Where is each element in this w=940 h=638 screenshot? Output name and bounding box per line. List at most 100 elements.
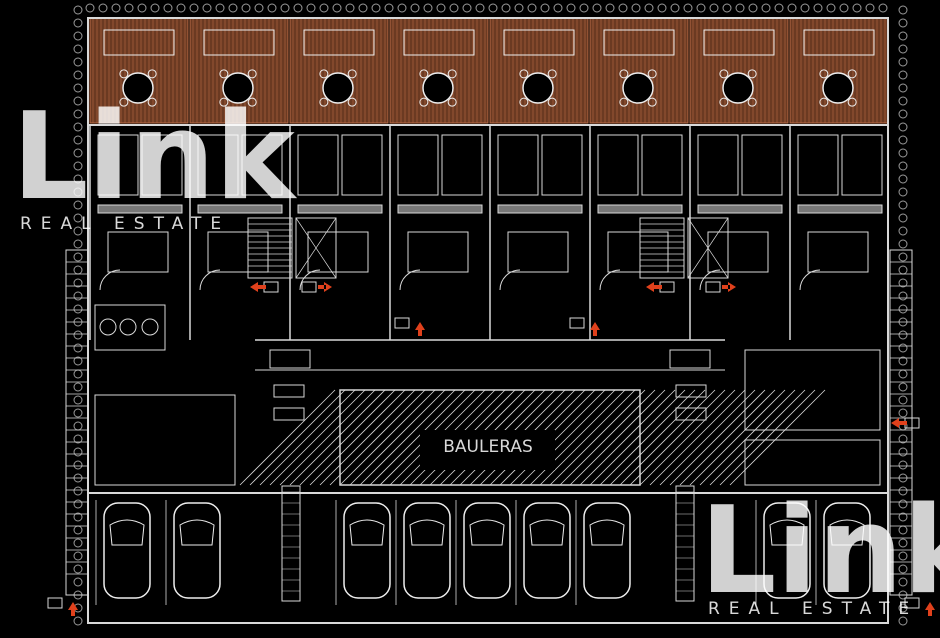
chair [547, 97, 557, 107]
chair [219, 69, 229, 79]
hedge-shrub [898, 291, 908, 301]
chair [347, 97, 357, 107]
hatch-line [609, 389, 706, 486]
terrace-deck [289, 17, 389, 124]
hedge-shrub [410, 3, 420, 13]
kitchen-counter [407, 231, 469, 273]
hatch-line [629, 389, 726, 486]
hedge-shrub [319, 3, 329, 13]
marker-arrow [891, 418, 907, 428]
entry-arrow [301, 281, 332, 293]
marker-box [47, 597, 63, 609]
marker-box [263, 281, 279, 293]
bed [397, 134, 439, 196]
hedge-shrub [345, 3, 355, 13]
hedge-shrub [898, 96, 908, 106]
hedge-shrub [293, 3, 303, 13]
chair [247, 97, 257, 107]
hedge-shrub [267, 3, 277, 13]
hedge-shrub [683, 3, 693, 13]
marker-box [705, 281, 721, 293]
parked-car [103, 502, 151, 599]
parking-cars [95, 485, 871, 605]
parked-car [763, 502, 811, 599]
hedge-shrub [566, 3, 576, 13]
hedge-shrub [73, 252, 83, 262]
hatch-line [709, 389, 806, 486]
hedge-shrub [898, 200, 908, 210]
kitchen-counter [607, 231, 669, 273]
chair [747, 69, 757, 79]
round-table [122, 72, 154, 104]
hatch-line [599, 389, 696, 486]
kitchen-counter [107, 231, 169, 273]
hedge-shrub [73, 564, 83, 574]
hedge-shrub [709, 3, 719, 13]
hedge-shrub [865, 3, 875, 13]
marker-box [569, 317, 585, 329]
chair [847, 97, 857, 107]
hedge-shrub [898, 278, 908, 288]
hedge-shrub [111, 3, 121, 13]
hedge-shrub [163, 3, 173, 13]
entry-arrow [891, 417, 920, 429]
entry-arrow [250, 281, 279, 293]
hedge-shrub [898, 135, 908, 145]
hedge-shrub [73, 447, 83, 457]
hedge-shrub [898, 5, 908, 15]
hedge-shrub [898, 369, 908, 379]
hedge-shrub [787, 3, 797, 13]
round-table [422, 72, 454, 104]
chair [519, 97, 529, 107]
elevator-cross [687, 217, 729, 279]
car-body [823, 502, 871, 599]
hedge-shrub [73, 304, 83, 314]
hedge-shrub [898, 577, 908, 587]
chair [147, 97, 157, 107]
hedge-shrub [73, 395, 83, 405]
hedge-shrub [85, 3, 95, 13]
perimeter-hedge [73, 3, 908, 626]
hatch-line [649, 389, 746, 486]
hedge-shrub [898, 148, 908, 158]
marker-arrow [925, 602, 935, 616]
terrace-deck [389, 17, 489, 124]
hedge-shrub [73, 356, 83, 366]
laundry [94, 304, 166, 351]
terrace-deck [89, 17, 189, 124]
hatch-line [659, 389, 756, 486]
hedge-shrub [514, 3, 524, 13]
wardrobe [141, 134, 183, 196]
hatch-line [549, 389, 646, 486]
hedge-shrub [254, 3, 264, 13]
marker-arrow [590, 322, 600, 336]
hedge-shrub [228, 3, 238, 13]
car-windshield [529, 519, 565, 546]
hedge-shrub [73, 148, 83, 158]
round-table [322, 72, 354, 104]
hedge-shrub [670, 3, 680, 13]
bed [697, 134, 739, 196]
car-body [343, 502, 391, 599]
kitchen-counter [707, 231, 769, 273]
door-swing [599, 269, 621, 291]
hedge-shrub [73, 161, 83, 171]
hatch-line [319, 389, 416, 486]
bench [703, 29, 775, 56]
chair [519, 69, 529, 79]
hedge-shrub [898, 252, 908, 262]
fixture [675, 407, 707, 421]
hedge-shrub [241, 3, 251, 13]
wardrobe [341, 134, 383, 196]
parked-car [463, 502, 511, 599]
watermark-logo-top: Link [12, 88, 298, 227]
hedge-shrub [898, 122, 908, 132]
reception [744, 439, 881, 486]
car-windshield [409, 519, 445, 546]
car-body [103, 502, 151, 599]
entry-arrow [394, 317, 425, 336]
hatch-line [289, 389, 386, 486]
fixture [273, 384, 305, 398]
watermark-logo-bottom: Link [700, 482, 940, 621]
hedge-shrub [898, 187, 908, 197]
